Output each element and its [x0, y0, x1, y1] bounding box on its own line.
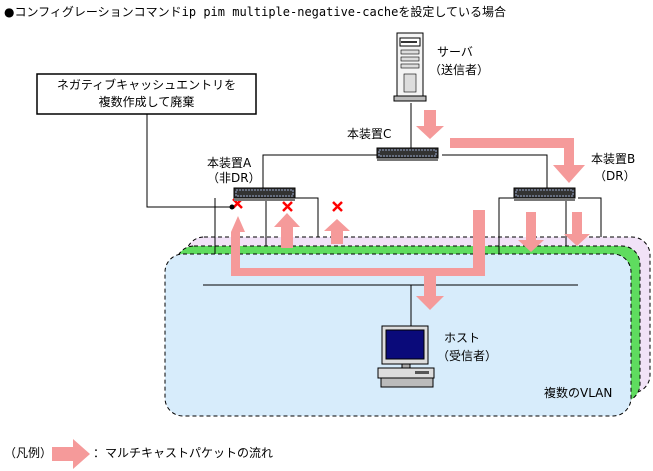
- caption-prefix: ●コンフィグレーションコマンド: [4, 5, 182, 19]
- flow-b-down-1: [518, 212, 544, 252]
- legend-prefix: （凡例）: [4, 446, 53, 460]
- flow-up-a-3: [324, 219, 350, 244]
- legend-text: ：マルチキャストパケットの流れ: [93, 446, 274, 460]
- vlan-label: 複数のVLAN: [544, 386, 613, 400]
- drop-icon: [332, 201, 343, 212]
- host-pc-icon: [377, 325, 435, 388]
- flow-b-down-2: [564, 212, 590, 246]
- device-b-role: （DR）: [594, 169, 636, 183]
- host-role: （受信者）: [437, 349, 498, 363]
- device-b-label: 本装置B: [591, 152, 636, 166]
- host-label: ホスト: [444, 331, 481, 345]
- drop-point: [229, 204, 235, 210]
- flow-up-a-2: [274, 213, 300, 248]
- callout-line-2: 複数作成して廃棄: [98, 95, 195, 109]
- server-icon: [393, 32, 427, 102]
- switch-b-icon: [513, 187, 576, 201]
- flow-c-to-b: [450, 138, 585, 183]
- switch-c-icon: [376, 147, 439, 161]
- device-c-label: 本装置C: [347, 127, 392, 141]
- device-a-label: 本装置A: [207, 156, 252, 170]
- flow-server-to-c: [416, 110, 444, 139]
- page-caption: ●コンフィグレーションコマンドip pim multiple-negative-…: [4, 5, 506, 19]
- callout-box: [36, 73, 257, 115]
- caption-suffix: を設定している場合: [398, 5, 507, 19]
- server-role: （送信者）: [429, 63, 490, 77]
- callout-line-1: ネガティブキャッシュエントリを: [56, 78, 237, 92]
- device-a-role: （非DR）: [207, 171, 261, 185]
- caption-command: ip pim multiple-negative-cache: [181, 5, 399, 19]
- server-label: サーバ: [437, 45, 473, 59]
- legend-arrow-icon: [52, 439, 90, 469]
- switch-a-icon: [233, 187, 296, 201]
- network-lines: [146, 103, 602, 326]
- drop-icon: [282, 201, 293, 212]
- multicast-flow: [231, 110, 590, 310]
